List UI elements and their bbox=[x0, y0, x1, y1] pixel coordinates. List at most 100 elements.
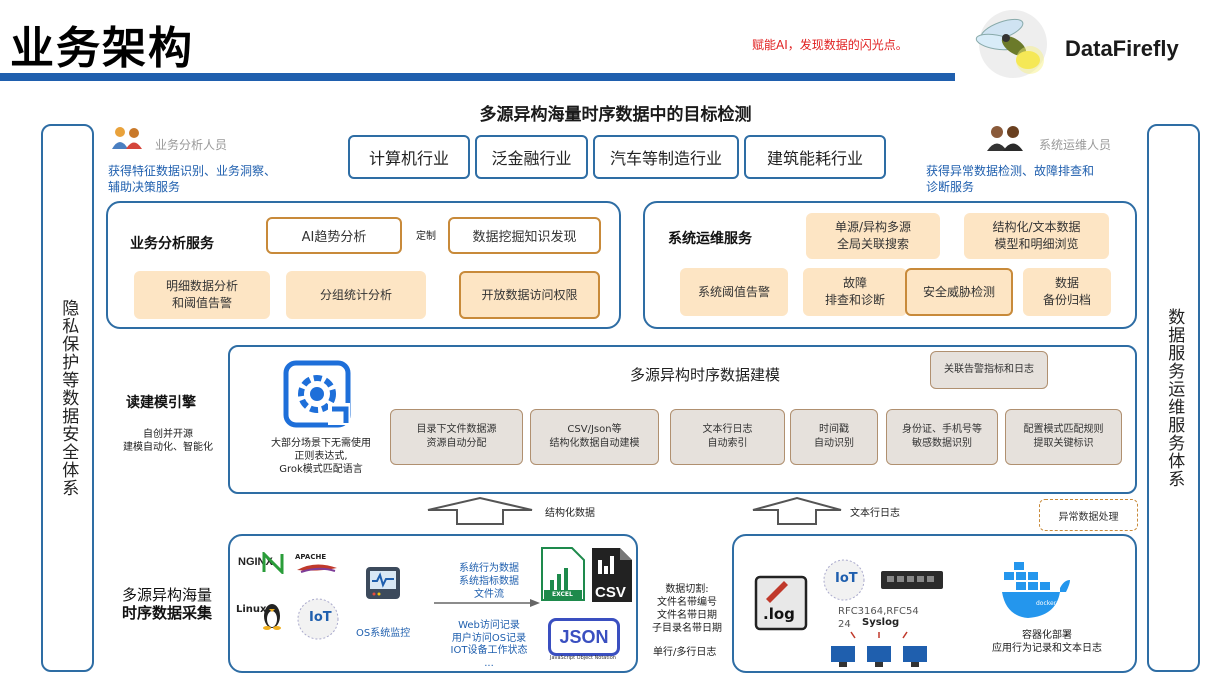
os-monitor-icon bbox=[366, 567, 400, 599]
iot-device-icon bbox=[823, 559, 865, 601]
group-stats-analysis[interactable]: 分组统计分析 bbox=[286, 271, 426, 319]
container-line-2: 应用行为记录和文本日志 bbox=[992, 643, 1102, 654]
browse-line-1: 结构化/文本数据 bbox=[992, 220, 1081, 234]
page-title: 业务架构 bbox=[10, 23, 194, 74]
modeling-box-3[interactable]: 文本行日志 自动索引 bbox=[670, 409, 785, 465]
iot-icon bbox=[297, 598, 339, 640]
apache-logo-icon: APACHE bbox=[295, 553, 339, 580]
json-file-icon: JSON bbox=[548, 618, 620, 656]
json-subtitle: JavaScript Object Notation bbox=[550, 655, 616, 661]
fault-diagnosis[interactable]: 故障 排查和诊断 bbox=[803, 268, 907, 316]
apache-feather-icon bbox=[297, 564, 337, 573]
ops-persona-desc: 获得异常数据检测、故障排查和 诊断服务 bbox=[926, 163, 1094, 195]
analyst-persona-desc: 获得特征数据识别、业务洞察、 辅助决策服务 bbox=[108, 163, 276, 195]
ops-service-title: 系统运维服务 bbox=[668, 231, 752, 247]
data-backup[interactable]: 数据 备份归档 bbox=[1023, 268, 1111, 316]
analyst-desc-line-2: 辅助决策服务 bbox=[108, 180, 181, 194]
collection-title-line-2: 时序数据采集 bbox=[121, 604, 212, 622]
detail-line-1: 明细数据分析 bbox=[165, 279, 238, 293]
tux-penguin-icon bbox=[263, 604, 281, 630]
arrow-bot-line-1: Web访问记录 bbox=[458, 620, 520, 631]
json-text: JSON bbox=[559, 626, 609, 647]
fault-line-1: 故障 bbox=[842, 276, 867, 290]
modeling-box-2[interactable]: CSV/Json等 结构化数据自动建模 bbox=[530, 409, 659, 465]
global-search[interactable]: 单源/异构多源 全局关联搜索 bbox=[806, 213, 940, 259]
ai-trend-analysis[interactable]: AI趋势分析 bbox=[266, 217, 402, 254]
modeling-section-title: 多源异构时序数据建模 bbox=[629, 366, 780, 384]
structured-data-label: 结构化数据 bbox=[545, 508, 595, 519]
engine-desc: 自创并开源 建模自动化、智能化 bbox=[108, 428, 228, 454]
arrow-top-line-3: 文件流 bbox=[474, 589, 504, 600]
log-file-text: .log bbox=[763, 605, 795, 623]
industry-manufacturing[interactable]: 汽车等制造行业 bbox=[593, 135, 739, 179]
engine-icon-caption: 大部分场景下无需使用 正则表达式, Grok模式匹配语言 bbox=[263, 437, 379, 476]
network-switch-icon bbox=[881, 571, 943, 589]
business-service-title: 业务分析服务 bbox=[130, 236, 214, 252]
modeling-box-6[interactable]: 配置模式匹配规则 提取关键标识 bbox=[1005, 409, 1122, 465]
industry-finance[interactable]: 泛金融行业 bbox=[475, 135, 588, 179]
iot-text: IoT bbox=[309, 610, 332, 625]
collection-arrow-bottom-text: Web访问记录 用户访问OS记录 IOT设备工作状态 ... bbox=[440, 620, 538, 670]
excel-file-icon bbox=[541, 547, 585, 601]
cut-line-1: 数据切割: bbox=[665, 584, 709, 595]
rfc-label: RFC3164,RFC54 bbox=[838, 606, 919, 617]
arrow-bot-line-2: 用户访问OS记录 bbox=[451, 632, 527, 644]
modeling-box-1[interactable]: 目录下文件数据源 资源自动分配 bbox=[390, 409, 523, 465]
right-sidebar: 数据服务运维服务体系 bbox=[1147, 124, 1200, 672]
system-threshold-alarm[interactable]: 系统阈值告警 bbox=[680, 268, 788, 316]
detail-line-2: 和阈值告警 bbox=[171, 296, 232, 310]
detail-data-analysis[interactable]: 明细数据分析 和阈值告警 bbox=[134, 271, 270, 319]
browse-line-2: 模型和明细浏览 bbox=[994, 237, 1079, 251]
collection-title-line-1: 多源异构海量 bbox=[121, 586, 212, 604]
box-1-line-1: 目录下文件数据源 bbox=[416, 424, 497, 435]
single-multi-line-log: 单行/多行日志 bbox=[653, 647, 717, 658]
syslog-label: Syslog bbox=[862, 617, 900, 628]
main-title: 多源异构海量时序数据中的目标检测 bbox=[479, 105, 752, 125]
ops-people-icon bbox=[987, 126, 1023, 151]
os-monitor-label: OS系统监控 bbox=[356, 628, 411, 639]
icon-caption-line-1: 大部分场景下无需使用 bbox=[271, 438, 371, 449]
container-line-1: 容器化部署 bbox=[1022, 630, 1072, 641]
custom-label: 定制 bbox=[416, 231, 436, 242]
ops-desc-line-1: 获得异常数据检测、故障排查和 bbox=[926, 164, 1095, 178]
industry-building-energy[interactable]: 建筑能耗行业 bbox=[744, 135, 886, 179]
arrow-top-line-2: 系统指标数据 bbox=[459, 576, 519, 587]
icon-caption-line-2: 正则表达式, bbox=[294, 451, 348, 462]
modeling-box-4[interactable]: 时间戳 自动识别 bbox=[790, 409, 878, 465]
slogan: 赋能AI，发现数据的闪光点。 bbox=[752, 38, 908, 52]
cut-line-4: 子目录名带日期 bbox=[652, 623, 722, 634]
search-line-2: 全局关联搜索 bbox=[836, 237, 909, 251]
csv-file-icon bbox=[592, 548, 632, 602]
csv-text: CSV bbox=[595, 584, 626, 601]
security-threat-detection[interactable]: 安全威胁检测 bbox=[905, 268, 1013, 316]
syslog-terminals-icon bbox=[831, 631, 927, 667]
log-file-icon bbox=[754, 575, 808, 631]
model-browse[interactable]: 结构化/文本数据 模型和明细浏览 bbox=[964, 213, 1109, 259]
open-data-access[interactable]: 开放数据访问权限 bbox=[459, 271, 600, 319]
linux-logo-icon: Linux bbox=[236, 604, 267, 615]
arrow-bot-line-3: IOT设备工作状态 bbox=[450, 645, 528, 656]
iot-device-text: IoT bbox=[835, 571, 858, 586]
industry-computer[interactable]: 计算机行业 bbox=[348, 135, 470, 179]
anomaly-handling-box[interactable]: 异常数据处理 bbox=[1039, 499, 1138, 531]
box-1-line-2: 资源自动分配 bbox=[426, 438, 487, 449]
brand-name: DataFirefly bbox=[1065, 36, 1179, 61]
container-deploy-text: 容器化部署 应用行为记录和文本日志 bbox=[972, 629, 1122, 655]
icon-caption-line-3: Grok模式匹配语言 bbox=[279, 464, 363, 475]
engine-desc-line-1: 自创并开源 bbox=[143, 429, 193, 440]
backup-line-2: 备份归档 bbox=[1042, 293, 1091, 307]
analyst-persona-name: 业务分析人员 bbox=[155, 138, 228, 152]
data-mining[interactable]: 数据挖掘知识发现 bbox=[448, 217, 601, 254]
cut-line-2: 文件名带编号 bbox=[657, 597, 717, 608]
linux-text: Linux bbox=[236, 604, 267, 615]
modeling-box-5[interactable]: 身份证、手机号等 敏感数据识别 bbox=[886, 409, 998, 465]
ops-desc-line-2: 诊断服务 bbox=[926, 180, 975, 194]
collection-flow-arrow-icon bbox=[434, 599, 540, 607]
alarm-log-box[interactable]: 关联告警指标和日志 bbox=[930, 351, 1048, 389]
search-line-1: 单源/异构多源 bbox=[834, 220, 912, 234]
nginx-mark-icon bbox=[262, 552, 284, 574]
box-2-line-1: CSV/Json等 bbox=[567, 424, 622, 435]
excel-text: EXCEL bbox=[552, 591, 573, 598]
text-log-label: 文本行日志 bbox=[850, 508, 900, 519]
box-4-line-2: 自动识别 bbox=[814, 438, 854, 449]
